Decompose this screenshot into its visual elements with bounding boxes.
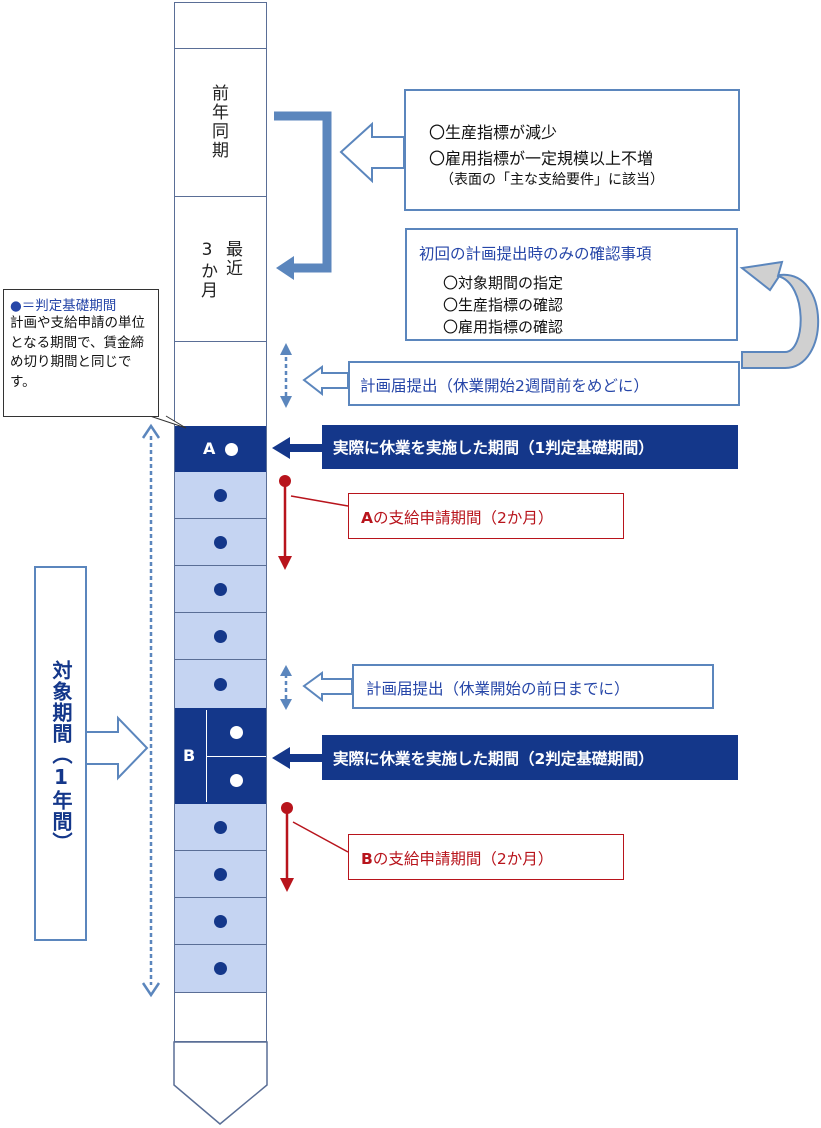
period-block xyxy=(175,566,266,613)
period-block xyxy=(175,804,266,851)
plan-submit-1-span-head xyxy=(280,343,292,355)
block-b-divider-h xyxy=(206,756,266,757)
period-block xyxy=(175,898,266,945)
first-plan-checklist-title: 初回の計画提出時のみの確認事項 xyxy=(419,245,652,263)
plan-submit-1-span-head xyxy=(280,396,292,408)
period-block xyxy=(175,519,266,566)
first-plan-item: 〇生産指標の確認 xyxy=(443,296,564,314)
timeline-pencil-tip xyxy=(173,1041,268,1125)
conditions-box: 〇生産指標が減少 〇雇用指標が一定規模以上不増 （表面の「主な支給要件」に該当） xyxy=(404,89,740,211)
plan-submit-2-span-head xyxy=(280,699,292,710)
prev-year-period-label: 前年同期 xyxy=(208,84,228,160)
target-period-box: 対象期間（1年間） xyxy=(34,566,87,941)
apply-period-a-box: Aの支給申請期間（2か月） xyxy=(348,493,624,539)
condition-line-1: 〇生産指標が減少 xyxy=(429,123,558,142)
legend-box: ●＝判定基礎期間 計画や支給申請の単位となる期間で、賃金締め切り期間と同じです。 xyxy=(3,289,159,417)
plan-submit-2-text: 計画届提出（休業開始の前日までに） xyxy=(366,680,630,698)
period-dot xyxy=(214,962,227,975)
period-dot xyxy=(214,678,227,691)
apply-b-arrow-head xyxy=(280,878,294,892)
bracket-arrow-head xyxy=(276,256,294,280)
legend-body: 計画や支給申請の単位となる期間で、賃金締め切り期間と同じです。 xyxy=(10,315,145,390)
actual-2-arrow xyxy=(272,747,322,769)
apply-period-a-text: Aの支給申請期間（2か月） xyxy=(361,506,553,528)
apply-period-b-letter: B xyxy=(361,850,373,868)
first-plan-item: 〇対象期間の指定 xyxy=(443,274,564,292)
block-b-label: B xyxy=(183,746,196,765)
period-dot xyxy=(214,583,227,596)
actual-period-2-text: 実際に休業を実施した期間（2判定基礎期間） xyxy=(333,750,654,768)
period-block xyxy=(175,945,266,993)
actual-period-2-box: 実際に休業を実施した期間（2判定基礎期間） xyxy=(322,735,738,780)
conditions-hollow-arrow xyxy=(339,121,405,184)
target-period-text: 対象期間（1年間） xyxy=(49,660,73,853)
recent-3-months-label-a: 最近 xyxy=(222,240,242,278)
apply-a-callout-pointer xyxy=(290,495,349,507)
apply-period-b-rest: の支給申請期間（2か月） xyxy=(372,850,554,868)
curved-gray-arrow xyxy=(739,260,820,369)
apply-b-callout-pointer xyxy=(292,821,349,853)
actual-1-arrow xyxy=(272,437,322,459)
apply-period-b-box: Bの支給申請期間（2か月） xyxy=(348,834,624,880)
condition-note: （表面の「主な支給要件」に該当） xyxy=(440,172,664,188)
plan-submit-1-box: 計画届提出（休業開始2週間前をめどに） xyxy=(348,361,740,406)
period-dot xyxy=(214,630,227,643)
condition-line-2: 〇雇用指標が一定規模以上不増 xyxy=(429,149,654,168)
period-dot xyxy=(214,536,227,549)
apply-period-a-rest: の支給申請期間（2か月） xyxy=(373,509,554,527)
block-a-dot xyxy=(225,443,238,456)
plan-submit-1-text: 計画届提出（休業開始2週間前をめどに） xyxy=(360,377,649,395)
first-plan-checklist-box: 初回の計画提出時のみの確認事項 〇対象期間の指定 〇生産指標の確認 〇雇用指標の… xyxy=(405,228,738,341)
apply-period-b-text: Bの支給申請期間（2か月） xyxy=(361,847,553,869)
actual-period-1-box: 実際に休業を実施した期間（1判定基礎期間） xyxy=(322,425,738,469)
period-block xyxy=(175,851,266,898)
period-dot xyxy=(214,868,227,881)
timeline-divider xyxy=(174,196,267,197)
period-dot xyxy=(214,915,227,928)
bracket-arrow xyxy=(274,111,332,273)
period-dot xyxy=(214,489,227,502)
timeline-divider xyxy=(174,341,267,342)
legend-callout-pointer xyxy=(149,415,187,429)
period-block xyxy=(175,472,266,519)
actual-period-1-text: 実際に休業を実施した期間（1判定基礎期間） xyxy=(333,439,654,457)
period-block xyxy=(175,660,266,708)
plan-submit-2-box: 計画届提出（休業開始の前日までに） xyxy=(352,664,714,709)
plan-submit-2-arrow xyxy=(302,671,353,703)
period-block xyxy=(175,613,266,660)
timeline-divider xyxy=(174,48,267,49)
apply-a-arrow-head xyxy=(278,556,292,570)
block-a-label: A xyxy=(203,439,216,458)
plan-submit-1-arrow xyxy=(302,365,349,397)
apply-period-a-letter: A xyxy=(361,509,373,527)
block-b-dot xyxy=(230,726,243,739)
target-period-span-head xyxy=(141,982,161,998)
legend-title: ●＝判定基礎期間 xyxy=(10,298,117,314)
target-period-span-head xyxy=(141,423,161,439)
plan-submit-2-span-head xyxy=(280,665,292,676)
first-plan-item: 〇雇用指標の確認 xyxy=(443,318,564,336)
target-period-arrow xyxy=(85,715,149,781)
block-b: B xyxy=(175,708,266,804)
recent-3-months-label-b: 3か月 xyxy=(197,240,217,300)
block-b-dot xyxy=(230,774,243,787)
period-dot xyxy=(214,821,227,834)
block-a: A xyxy=(175,426,266,472)
